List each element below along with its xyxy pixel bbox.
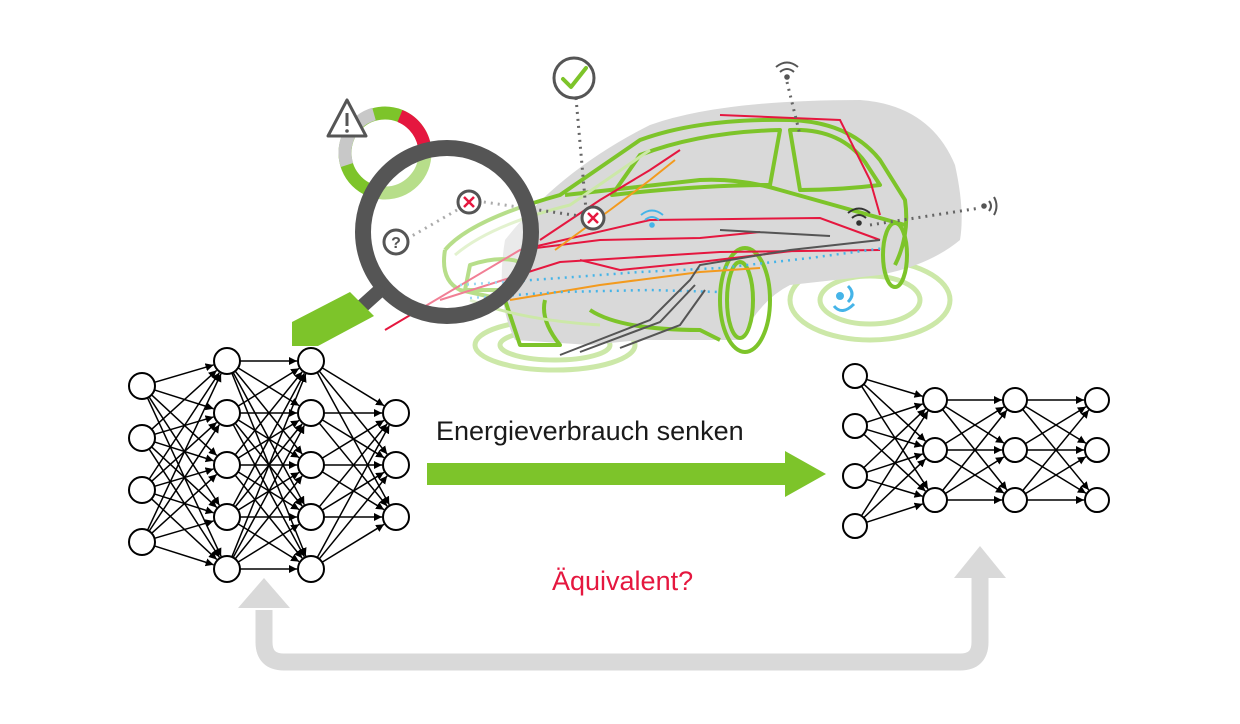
dark-wiring bbox=[559, 229, 881, 356]
network-node bbox=[297, 555, 325, 583]
car-illustration bbox=[384, 56, 998, 373]
wifi-icon bbox=[640, 209, 664, 228]
network-connection bbox=[316, 424, 390, 558]
network-node bbox=[842, 363, 868, 389]
network-node bbox=[1002, 437, 1028, 463]
error-icon bbox=[580, 205, 606, 231]
network-node bbox=[213, 503, 241, 531]
network-connection bbox=[944, 456, 1005, 495]
network-node bbox=[842, 413, 868, 439]
network-connection bbox=[318, 423, 388, 508]
network-connection bbox=[154, 545, 214, 567]
network-connection bbox=[318, 475, 388, 560]
network-node bbox=[128, 476, 156, 504]
question-icon: ? bbox=[382, 228, 410, 256]
network-connection bbox=[154, 363, 214, 384]
network-connection bbox=[321, 367, 385, 407]
network-node bbox=[213, 451, 241, 479]
network-connection bbox=[234, 371, 303, 456]
network-connection bbox=[151, 473, 218, 534]
network-connection bbox=[863, 408, 927, 469]
network-node bbox=[297, 399, 325, 427]
network-node bbox=[128, 424, 156, 452]
equivalence-arrow bbox=[238, 546, 1006, 671]
svg-text:?: ? bbox=[391, 235, 401, 252]
network-connection bbox=[863, 458, 927, 519]
magnifier-icon: ? bbox=[292, 140, 539, 346]
network-connection bbox=[232, 372, 306, 506]
network-node bbox=[297, 451, 325, 479]
network-connection bbox=[321, 523, 385, 563]
network-node bbox=[213, 347, 241, 375]
network-connection bbox=[151, 369, 218, 430]
network-node bbox=[1002, 487, 1028, 513]
wifi-icon bbox=[847, 207, 871, 226]
network-node bbox=[922, 387, 948, 413]
network-node bbox=[213, 399, 241, 427]
network-node bbox=[297, 503, 325, 531]
question-label: Äquivalent? bbox=[552, 566, 694, 596]
network-connection bbox=[1022, 409, 1090, 492]
network-node bbox=[922, 437, 948, 463]
network-connection bbox=[866, 402, 923, 424]
network-connection bbox=[321, 419, 385, 459]
network-connection bbox=[148, 424, 220, 532]
network-connection bbox=[237, 523, 300, 563]
network-node bbox=[1084, 437, 1110, 463]
network-node bbox=[1084, 387, 1110, 413]
checkmark-icon bbox=[552, 56, 596, 100]
network-connection bbox=[154, 519, 214, 540]
wifi-icon bbox=[981, 196, 998, 216]
network-node bbox=[213, 555, 241, 583]
network-node bbox=[1002, 387, 1028, 413]
small-neural-network bbox=[842, 363, 1110, 539]
wifi-icon bbox=[832, 284, 856, 312]
network-node bbox=[382, 503, 410, 531]
network-node bbox=[382, 399, 410, 427]
network-connection bbox=[234, 475, 303, 560]
network-connection bbox=[231, 373, 307, 558]
main-arrow bbox=[427, 451, 826, 497]
network-connection bbox=[232, 424, 306, 558]
network-connection bbox=[146, 373, 222, 531]
network-node bbox=[128, 372, 156, 400]
network-connection bbox=[1024, 456, 1087, 495]
wifi-icon bbox=[775, 61, 799, 80]
network-connection bbox=[237, 367, 300, 407]
dotted-connectors bbox=[404, 81, 981, 242]
arrow-label: Energieverbrauch senken bbox=[436, 416, 744, 446]
network-node bbox=[842, 513, 868, 539]
network-node bbox=[382, 451, 410, 479]
network-node bbox=[922, 487, 948, 513]
network-connection bbox=[1024, 406, 1087, 445]
network-connection bbox=[860, 410, 929, 517]
network-connection bbox=[866, 502, 923, 524]
network-node bbox=[842, 463, 868, 489]
network-node bbox=[128, 528, 156, 556]
network-node bbox=[297, 347, 325, 375]
network-connection bbox=[941, 409, 1008, 492]
network-connection bbox=[148, 372, 220, 480]
network-node bbox=[1084, 487, 1110, 513]
large-neural-network bbox=[128, 347, 410, 583]
network-connection bbox=[944, 406, 1005, 445]
warning-icon bbox=[326, 98, 368, 138]
error-icon bbox=[456, 189, 482, 215]
network-connection bbox=[866, 378, 923, 398]
